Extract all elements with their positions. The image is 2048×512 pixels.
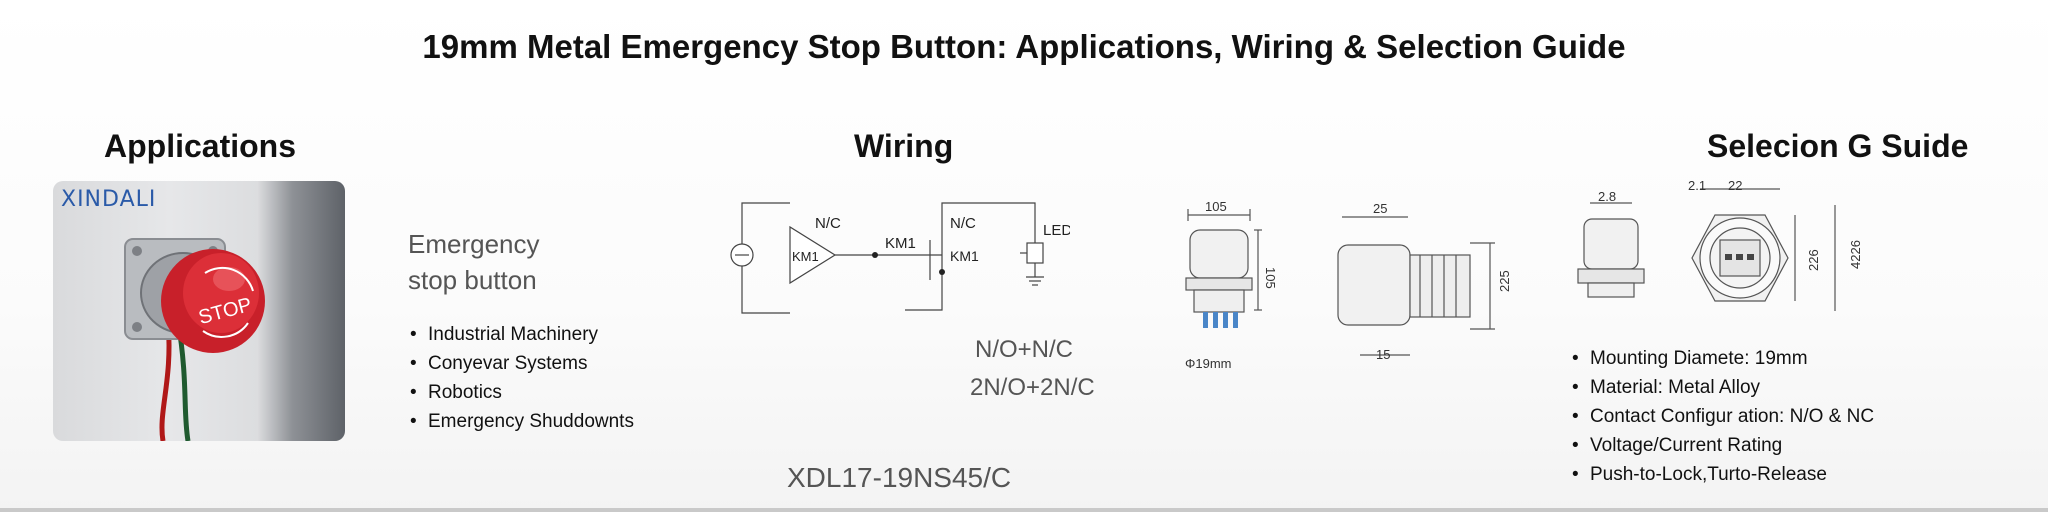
dim-front-width: 105: [1205, 199, 1227, 214]
dim-side-height: 225: [1497, 270, 1510, 292]
junction-dot: [872, 252, 878, 258]
contact-option-1: N/O+N/C: [975, 336, 1074, 363]
dim-b: 2.1: [1688, 178, 1706, 193]
km1-label: KM1: [792, 249, 819, 264]
selection-heading: Selecion G Suide: [1707, 128, 1969, 164]
estop-label: Emergency stop button: [408, 226, 540, 298]
nc-label: N/C: [950, 215, 976, 232]
selection-drawings: 2.8 2.1 22 226 4226: [1577, 178, 1863, 311]
dim-front-diameter: Φ19mm: [1185, 356, 1232, 371]
contact-option-2: 2N/O+2N/C: [970, 374, 1095, 401]
list-item: Emergency Shuddownts: [410, 407, 634, 436]
page-title: 19mm Metal Emergency Stop Button: Applic…: [422, 28, 1626, 65]
led-label: LED: [1043, 222, 1070, 239]
model-number: XDL17-19NS45/C: [787, 462, 1012, 493]
list-item: Push-to-Lock,Turto-Release: [1572, 460, 1874, 489]
dim-d: 226: [1806, 249, 1821, 271]
list-item: Material: Metal Alloy: [1572, 373, 1874, 402]
dim-front-height: 105: [1263, 267, 1278, 289]
km1-label: KM1: [950, 248, 979, 264]
nc-label: N/C: [815, 215, 841, 232]
list-item: Mounting Diamete: 19mm: [1572, 344, 1874, 373]
estop-label-line1: Emergency: [408, 229, 540, 259]
wiring-diagram: N/C KM1 KM1 N/C KM1 LED: [730, 202, 1070, 314]
dimension-drawings: 105 105 Φ19mm 25 225 15: [1185, 199, 1510, 371]
applications-heading: Applications: [104, 128, 297, 164]
list-item: Contact Configur ation: N/O & NC: [1572, 402, 1874, 431]
applications-list: Industrial Machinery Conyevar Systems Ro…: [410, 320, 634, 436]
estop-button-image: STOP: [124, 238, 265, 441]
list-item: Voltage/Current Rating: [1572, 431, 1874, 460]
dim-c: 22: [1728, 178, 1742, 193]
dim-e: 4226: [1848, 240, 1863, 269]
km1-label: KM1: [885, 235, 916, 252]
junction-dot: [939, 269, 945, 275]
selection-list: Mounting Diamete: 19mm Material: Metal A…: [1572, 344, 1874, 489]
dim-a: 2.8: [1598, 189, 1616, 204]
product-photo: XINDALI STOP: [53, 181, 345, 441]
list-item: Robotics: [410, 378, 634, 407]
wiring-heading: Wiring: [854, 128, 954, 164]
dim-side-bottom: 15: [1376, 347, 1390, 362]
estop-label-line2: stop button: [408, 265, 537, 295]
dim-side-top: 25: [1373, 201, 1387, 216]
list-item: Industrial Machinery: [410, 320, 634, 349]
brand-logo: XINDALI: [61, 187, 157, 212]
list-item: Conyevar Systems: [410, 349, 634, 378]
bottom-divider: [0, 508, 2048, 512]
